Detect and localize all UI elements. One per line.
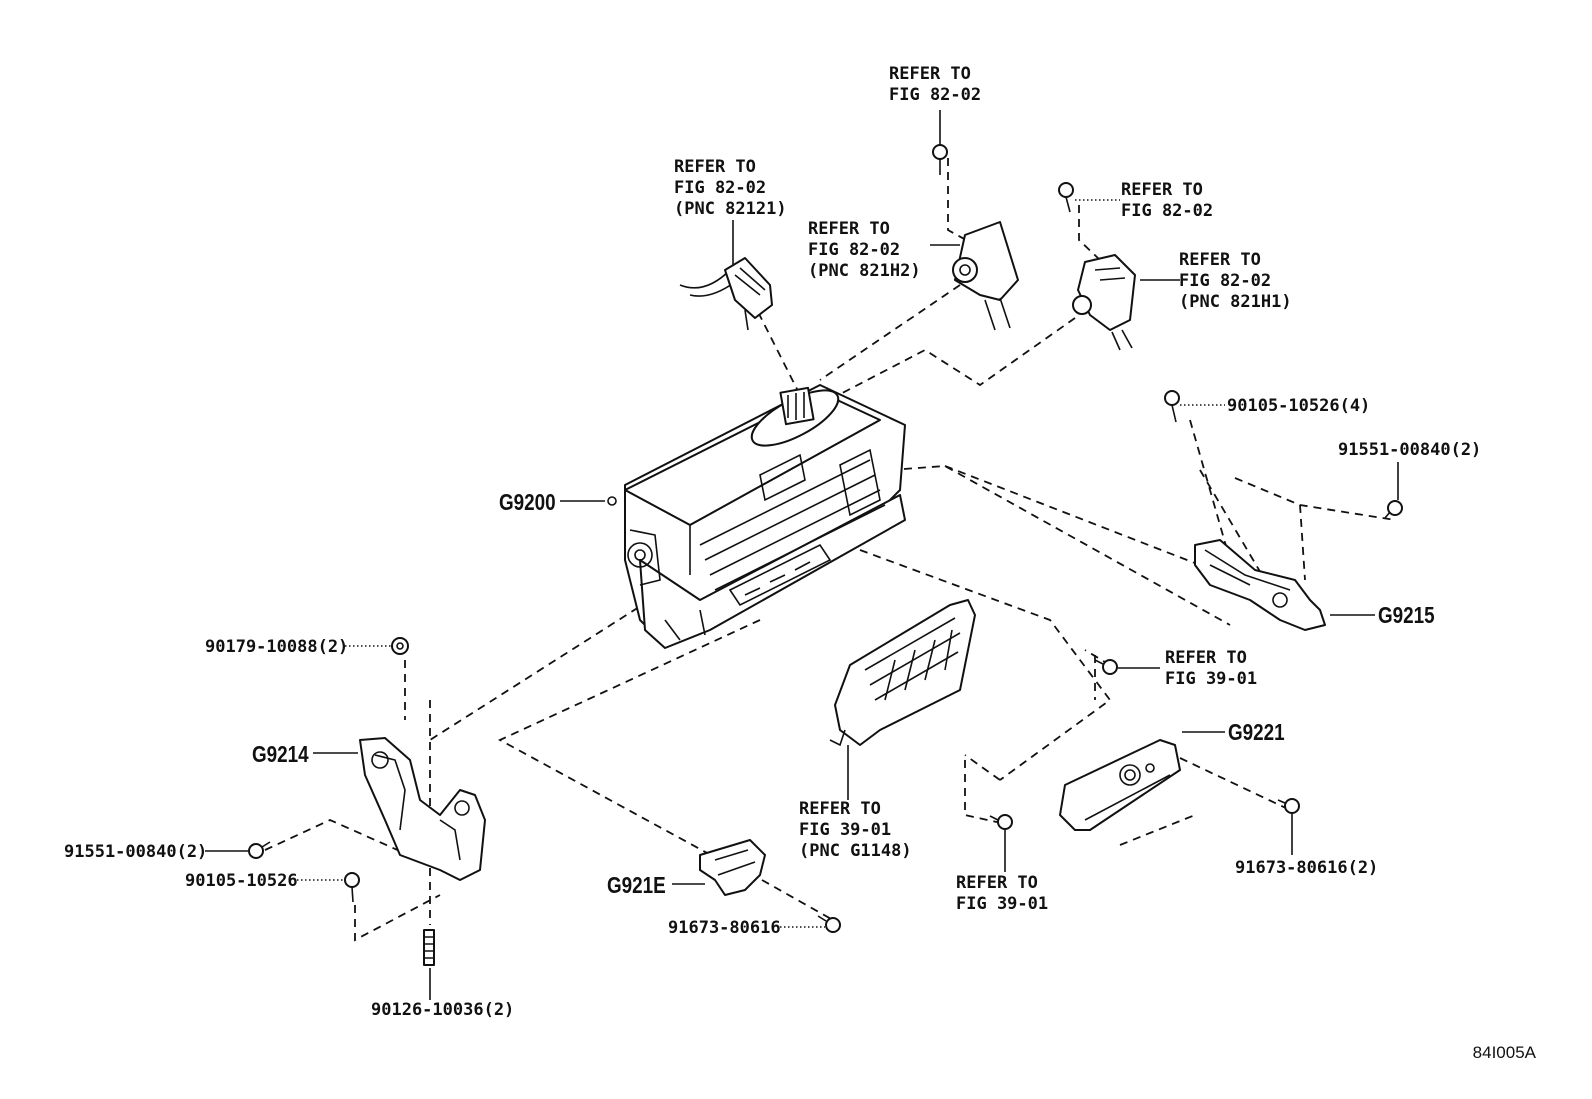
part-label-90179-10088: 90179-10088(2) <box>205 637 349 657</box>
part-label-91551-00840-left: 91551-00840(2) <box>64 842 208 862</box>
connector-pnc-82121 <box>679 257 773 331</box>
stud-90126-10036 <box>423 929 435 966</box>
bolt-91673-80616 <box>817 915 841 933</box>
fasteners <box>248 144 1403 966</box>
callout-g921e: G921E <box>607 872 666 898</box>
part-label-91673-80616-2: 91673-80616(2) <box>1235 858 1379 878</box>
leader-lines <box>205 110 1399 1000</box>
part-label-91551-00840-right: 91551-00840(2) <box>1338 440 1482 460</box>
bolt-right-fig8202 <box>1058 182 1074 213</box>
callout-g9221: G9221 <box>1228 719 1285 745</box>
inverter-assembly-g9200 <box>607 384 906 649</box>
nut-91551-00840-left <box>248 841 271 859</box>
sensor-pnc-821h1 <box>1072 254 1136 351</box>
assembly-dashed-lines <box>264 158 1396 942</box>
bracket-g921e <box>699 839 766 896</box>
bolt-fig3901-right <box>1094 659 1118 675</box>
callout-g9215: G9215 <box>1378 602 1435 628</box>
bolt-fig3901-bottom <box>989 814 1013 830</box>
part-label-91673-80616: 91673-80616 <box>668 918 781 938</box>
bracket-g9214 <box>359 737 486 881</box>
ecu-pnc-g1148 <box>829 599 976 747</box>
bolt-top-fig8202 <box>932 144 948 175</box>
part-label-90126-10036: 90126-10036(2) <box>371 1000 515 1020</box>
sensor-pnc-821h2 <box>952 221 1019 331</box>
bolt-90105-10526 <box>344 872 360 903</box>
bolt-91673-80616-2 <box>1277 798 1300 814</box>
figure-code: 84I005A <box>1472 1043 1536 1062</box>
nut-90179-10088 <box>391 637 409 655</box>
bolt-90105-10526-4 <box>1164 390 1180 423</box>
callout-g9214: G9214 <box>252 741 309 767</box>
part-label-90105-10526-4: 90105-10526(4) <box>1227 396 1371 416</box>
part-label-90105-10526: 90105-10526 <box>185 871 298 891</box>
nut-91551-00840-right <box>1384 500 1403 519</box>
cover-g9221 <box>1059 739 1181 831</box>
callout-g9200: G9200 <box>499 489 556 515</box>
bracket-g9215 <box>1194 539 1326 631</box>
